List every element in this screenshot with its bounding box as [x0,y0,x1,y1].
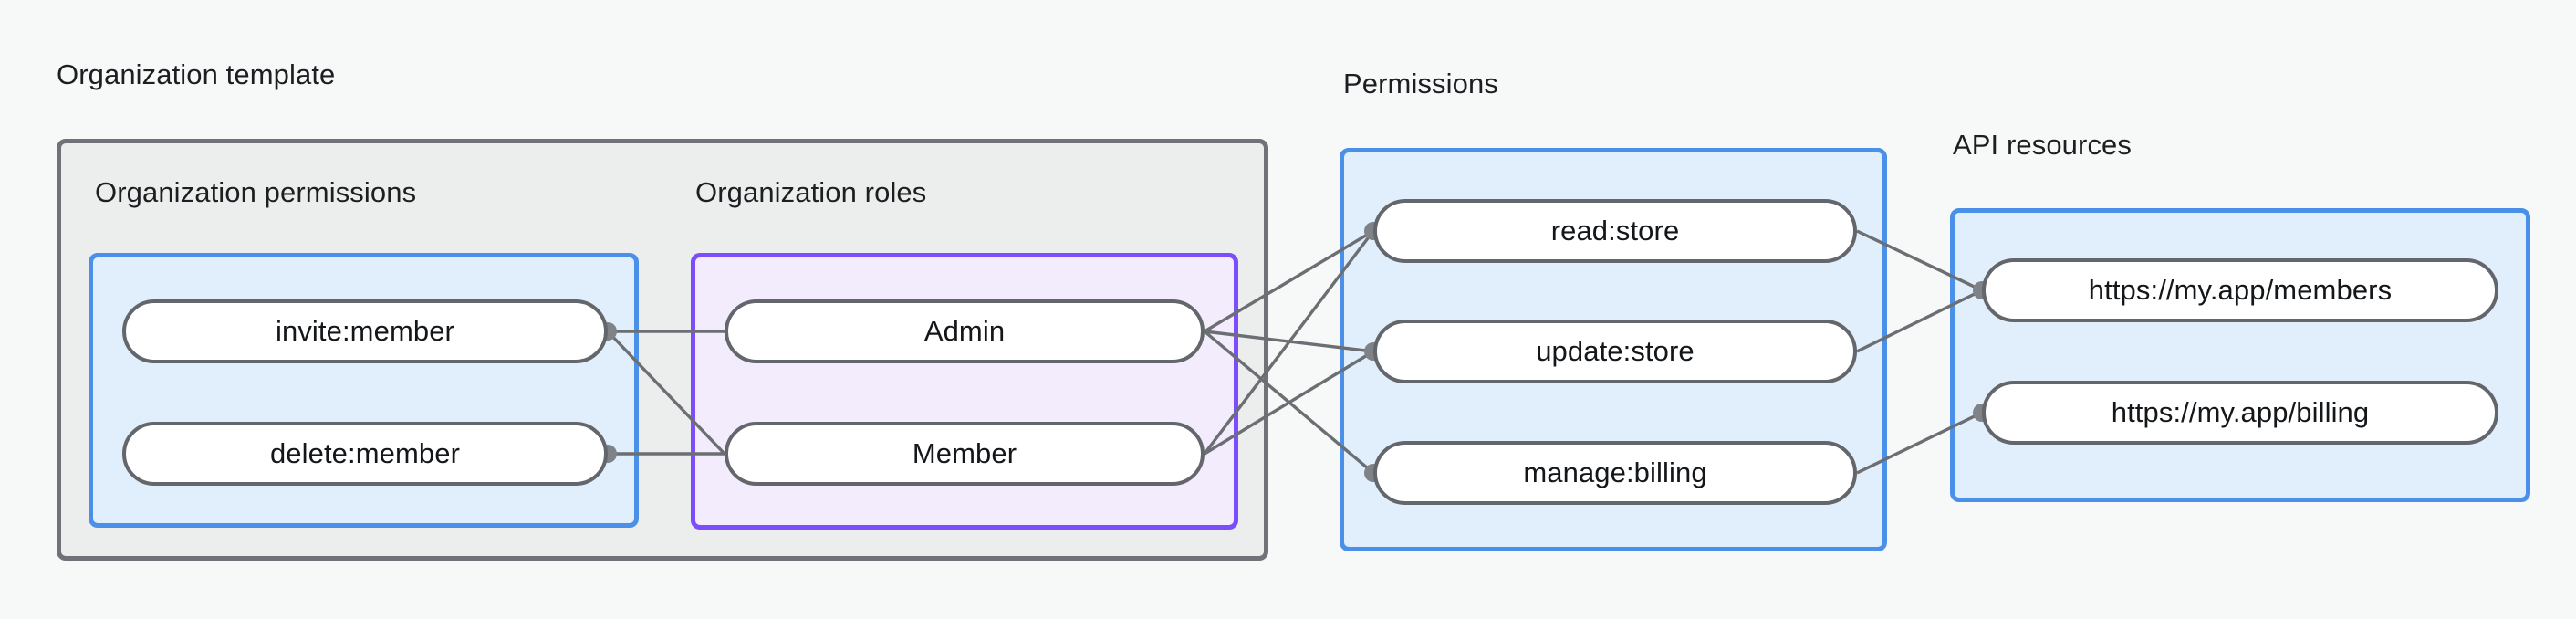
group-label-organization-permissions: Organization permissions [95,176,417,208]
node-permission-read-store[interactable]: read:store [1373,199,1857,263]
group-label-organization-roles: Organization roles [695,176,927,208]
node-delete-member[interactable]: delete:member [122,422,608,486]
group-label-permissions: Permissions [1343,68,1498,100]
node-role-member[interactable]: Member [725,422,1205,486]
node-permission-update-store[interactable]: update:store [1373,320,1857,383]
group-organization-roles [691,253,1238,530]
group-api-resources [1950,208,2530,502]
node-role-admin[interactable]: Admin [725,299,1205,363]
group-organization-permissions [89,253,639,528]
group-label-api-resources: API resources [1953,129,2132,161]
node-api-resource-members[interactable]: https://my.app/members [1982,258,2498,322]
node-api-resource-billing[interactable]: https://my.app/billing [1982,381,2498,445]
node-invite-member[interactable]: invite:member [122,299,608,363]
node-permission-manage-billing[interactable]: manage:billing [1373,441,1857,505]
group-label-organization-template: Organization template [57,58,336,90]
